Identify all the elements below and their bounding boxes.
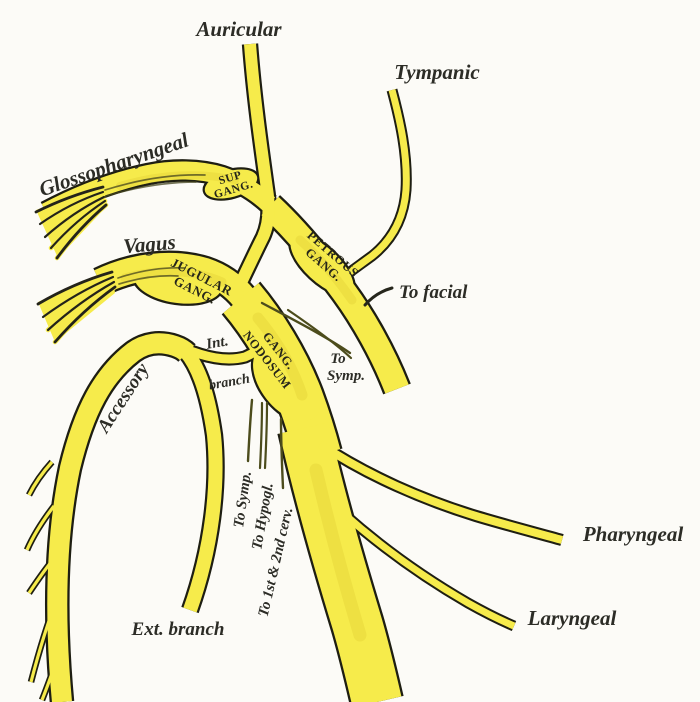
to-hypoglossal-twig — [258, 401, 264, 470]
label-to-facial: To facial — [399, 282, 468, 303]
to-sympathetic-lower-twig — [246, 398, 254, 463]
to-sympathetic-twig — [260, 301, 352, 355]
ganglion-nodosum-bulge-fill — [253, 344, 321, 422]
vagus-rootlet-fan — [36, 266, 186, 345]
communicating-twigs — [246, 286, 394, 490]
glossopharyngeal-rootlet-fan — [34, 174, 206, 261]
to-sympathetic-twig — [286, 308, 353, 360]
label-int: Int. — [204, 333, 230, 353]
label-laryngeal: Laryngeal — [527, 606, 617, 630]
label-to-symp-vertical: To Symp. — [231, 470, 255, 529]
label-to-symp-line2: Symp. — [327, 368, 365, 384]
label-auricular: Auricular — [194, 17, 282, 41]
label-pharyngeal: Pharyngeal — [582, 522, 684, 546]
label-tympanic: Tympanic — [394, 60, 480, 84]
label-ext-branch: Ext. branch — [131, 619, 225, 640]
accessory-rootlet-fill — [27, 460, 54, 497]
to-facial-twig — [363, 286, 394, 307]
label-vagus: Vagus — [122, 230, 176, 258]
to-hypoglossal-twig — [263, 401, 269, 470]
to-cervical-twig — [279, 417, 285, 490]
label-branch: branch — [208, 372, 251, 394]
label-to-symp-line1: To — [330, 351, 345, 367]
